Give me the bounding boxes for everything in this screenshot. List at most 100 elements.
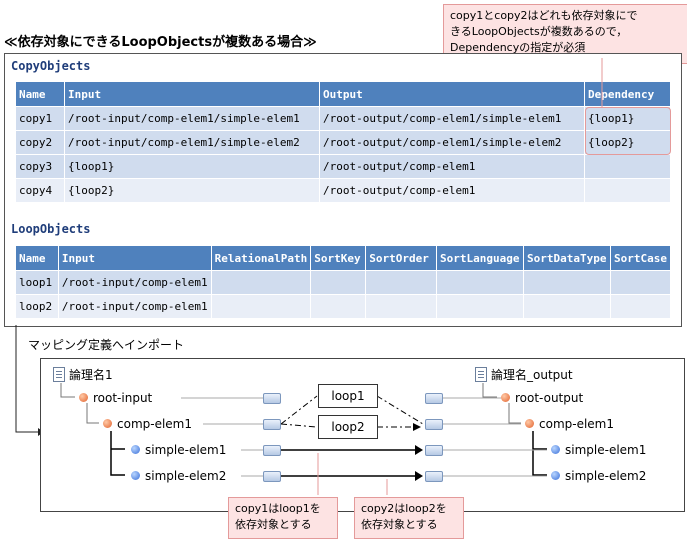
left-node-comp-elem1[interactable]: comp-elem1 <box>117 417 192 431</box>
callout-line: copy1とcopy2はどれも依存対象にで <box>450 9 638 22</box>
page-title: ≪依存対象にできるLoopObjectsが複数ある場合≫ <box>4 35 317 50</box>
table-row: loop2 /root-input/comp-elem1 <box>15 294 671 319</box>
tree-line <box>508 403 521 424</box>
callout-line: 依存対象とする <box>361 518 438 531</box>
leaf-node-icon <box>551 471 560 480</box>
loop2-box[interactable]: loop2 <box>318 415 378 439</box>
table-cell <box>365 294 438 319</box>
table-cell <box>310 294 367 319</box>
copyobjects-table: Name Input Output Dependency copy1 /root… <box>15 81 671 203</box>
table-cell <box>584 154 671 179</box>
right-node-comp-elem1[interactable]: comp-elem1 <box>539 417 614 431</box>
table-cell: loop2 <box>15 294 59 319</box>
column-header: SortOrder <box>365 245 438 271</box>
left-node-root-input[interactable]: root-input <box>93 391 153 405</box>
document-icon <box>53 367 65 382</box>
element-node-icon <box>79 393 88 402</box>
right-root-name: 論理名_output <box>491 368 573 382</box>
left-node-simple-elem2[interactable]: simple-elem2 <box>145 469 227 483</box>
loopobjects-label: LoopObjects <box>11 222 91 236</box>
leaf-node-icon <box>131 471 140 480</box>
input-port[interactable] <box>425 393 443 404</box>
input-port[interactable] <box>425 445 443 456</box>
table-cell: /root-input/comp-elem1 <box>57 270 212 295</box>
table-cell: copy4 <box>15 178 65 203</box>
output-port[interactable] <box>263 471 281 482</box>
input-port[interactable] <box>425 471 443 482</box>
copy2-dependency-callout: copy2はloop2を 依存対象とする <box>354 497 464 539</box>
table-row: copy3 {loop1} /root-output/comp-elem1 <box>15 154 671 179</box>
table-cell <box>522 270 612 295</box>
table-cell <box>210 294 312 319</box>
right-node-root-output[interactable]: root-output <box>515 391 584 405</box>
column-header: Name <box>15 81 65 107</box>
table-cell: /root-input/comp-elem1/simple-elem2 <box>64 130 320 155</box>
mapping-lines <box>60 383 547 495</box>
output-port[interactable] <box>263 419 281 430</box>
mapping-panel: 論理名1 root-input comp-elem1 simple-elem1 … <box>40 358 685 512</box>
callout-line: きるLoopObjectsが複数あるので， <box>450 25 628 38</box>
tree-line <box>110 431 125 476</box>
table-cell: /root-input/comp-elem1/simple-elem1 <box>64 106 320 131</box>
table-cell: /root-output/comp-elem1 <box>319 178 585 203</box>
leaf-node-icon <box>131 445 140 454</box>
tree-line <box>60 383 75 398</box>
table-row: copy4 {loop2} /root-output/comp-elem1 <box>15 178 671 203</box>
loop1-box[interactable]: loop1 <box>318 384 378 408</box>
loop-connector <box>280 395 318 425</box>
column-header: SortCase <box>610 245 671 271</box>
mapping-arrowhead <box>415 445 423 455</box>
output-port[interactable] <box>263 393 281 404</box>
table-cell: /root-output/comp-elem1/simple-elem2 <box>319 130 585 155</box>
output-port[interactable] <box>263 445 281 456</box>
copy1-dependency-callout: copy1はloop1を 依存対象とする <box>228 497 338 539</box>
tree-line <box>86 403 99 424</box>
table-cell: copy3 <box>15 154 65 179</box>
table-cell: {loop2} <box>64 178 320 203</box>
definition-panel: CopyObjects Name Input Output Dependency… <box>4 53 682 327</box>
callout-line: copy1はloop1を <box>235 502 321 515</box>
element-node-icon <box>525 419 534 428</box>
callout-line: Dependencyの指定が必須 <box>450 41 586 54</box>
table-cell: copy1 <box>15 106 65 131</box>
right-node-simple-elem2[interactable]: simple-elem2 <box>565 469 647 483</box>
left-node-simple-elem1[interactable]: simple-elem1 <box>145 443 227 457</box>
import-label: マッピング定義へインポート <box>28 338 185 352</box>
column-header: Name <box>15 245 59 271</box>
table-cell: /root-output/comp-elem1 <box>319 154 585 179</box>
element-node-icon <box>103 419 112 428</box>
leaf-node-icon <box>551 445 560 454</box>
input-port[interactable] <box>425 419 443 430</box>
dependency-highlight <box>585 107 671 155</box>
element-node-icon <box>501 393 510 402</box>
document-icon <box>475 367 487 382</box>
loop-connector <box>280 423 318 428</box>
column-header: Input <box>57 245 212 271</box>
column-header: SortLanguage <box>436 245 524 271</box>
table-cell <box>610 294 671 319</box>
tree-line <box>482 383 497 398</box>
table-cell <box>436 294 524 319</box>
import-arrow <box>15 325 38 433</box>
table-cell <box>584 178 671 203</box>
column-header: RelationalPath <box>210 245 312 271</box>
right-node-simple-elem1[interactable]: simple-elem1 <box>565 443 647 457</box>
table-header-row: Name Input Output Dependency <box>15 81 671 107</box>
callout-line: 依存対象とする <box>235 518 312 531</box>
column-header: Input <box>64 81 320 107</box>
table-cell <box>610 270 671 295</box>
column-header: SortDataType <box>522 245 612 271</box>
tree-line <box>532 431 547 476</box>
copyobjects-label: CopyObjects <box>11 59 91 73</box>
loop-arrowhead <box>413 423 421 431</box>
table-cell: {loop1} <box>64 154 320 179</box>
table-cell <box>210 270 312 295</box>
column-header: Output <box>319 81 585 107</box>
loop-connector <box>376 395 424 425</box>
callout-line: copy2はloop2を <box>361 502 447 515</box>
table-cell: copy2 <box>15 130 65 155</box>
mapping-arrowhead <box>415 471 423 481</box>
loopobjects-table: Name Input RelationalPath SortKey SortOr… <box>15 245 671 319</box>
table-header-row: Name Input RelationalPath SortKey SortOr… <box>15 245 671 271</box>
table-cell: /root-input/comp-elem1 <box>57 294 212 319</box>
